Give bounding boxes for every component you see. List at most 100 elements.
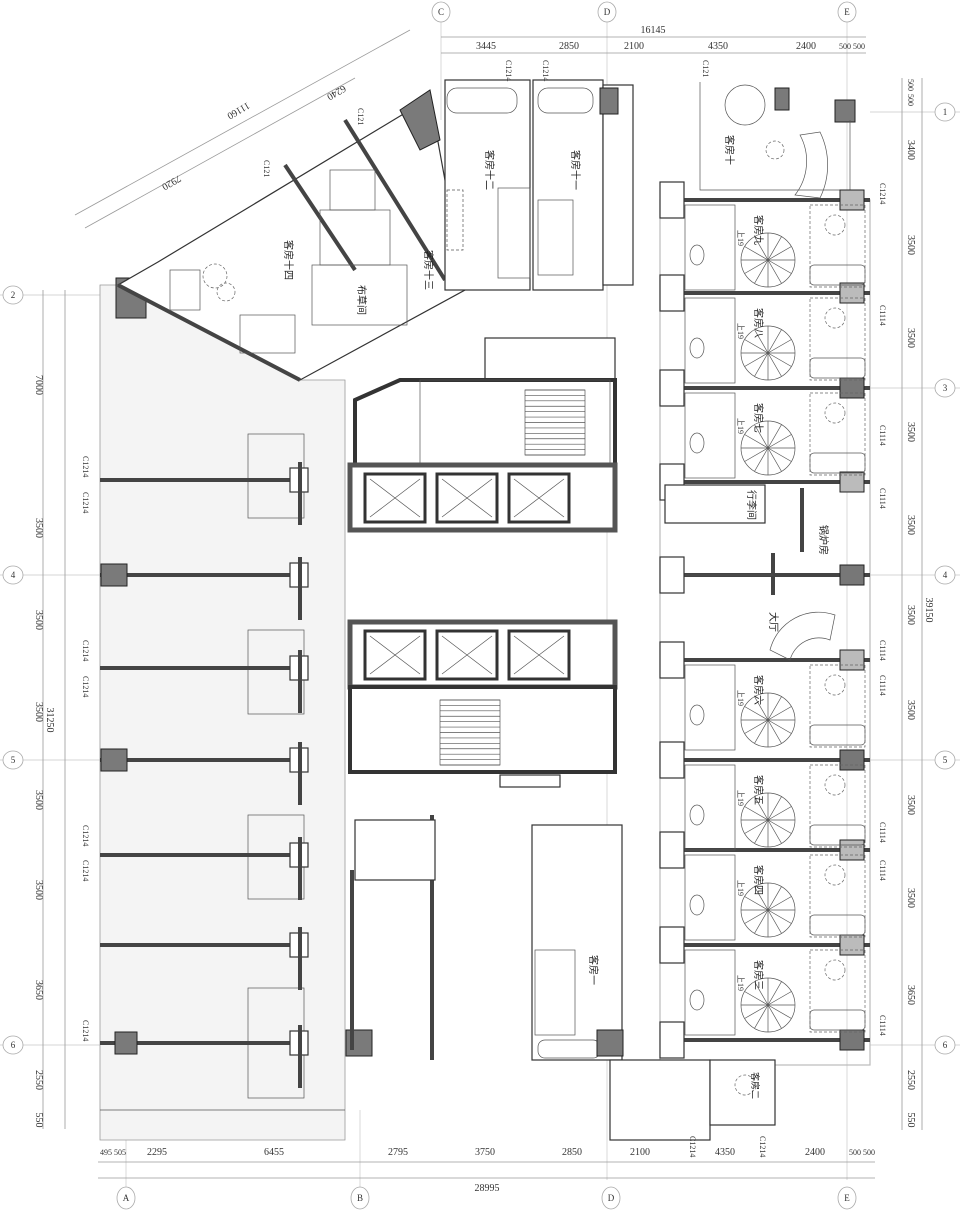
stair-outline: [524, 389, 586, 456]
axis-bubble-b: B: [350, 1186, 370, 1210]
svg-text:28995: 28995: [475, 1183, 500, 1194]
window-tag: C1214: [81, 1020, 90, 1041]
room-label: 客房十二: [483, 150, 496, 190]
svg-text:E: E: [844, 7, 850, 17]
toilet: [689, 432, 705, 454]
window-tag: C1114: [878, 675, 887, 696]
table: [824, 307, 846, 329]
toilet: [689, 804, 705, 826]
svg-text:6: 6: [11, 1040, 16, 1050]
column: [659, 1021, 685, 1059]
east-service-rooms: 行李间 锅炉房 大厅 客房二: [609, 484, 836, 1141]
svg-text:6455: 6455: [264, 1147, 284, 1158]
toilet: [689, 337, 705, 359]
window-tag: C1214: [81, 825, 90, 846]
bathroom: [684, 949, 736, 1036]
elevator-cross: [369, 478, 421, 518]
spiral-stair-tread: [754, 236, 769, 261]
spiral-stair-tread: [767, 447, 792, 462]
spiral-stair-tread: [744, 806, 769, 821]
dimension-label: 2550: [905, 1070, 916, 1090]
spiral-stair-tread: [767, 696, 782, 721]
window-tag: C1214: [81, 640, 90, 661]
room-label: 客房十一: [569, 150, 582, 190]
axis-bubble-3: 3: [934, 378, 956, 398]
dimension-label: 3500: [33, 790, 44, 810]
svg-text:4350: 4350: [715, 1147, 735, 1158]
spiral-stair-tread: [754, 819, 769, 844]
column: [659, 274, 685, 312]
svg-text:495: 495: [100, 1148, 112, 1157]
window-tag: C1214: [81, 860, 90, 881]
svg-text:16145: 16145: [641, 25, 666, 36]
bed: [809, 204, 866, 288]
table: [824, 959, 846, 981]
dimension-label: 3500: [905, 422, 916, 442]
elevator-shaft: [363, 472, 427, 524]
dimension-label: 3650: [33, 980, 44, 1000]
dimension-label: 3500: [905, 700, 916, 720]
south-middle-rooms: 客房一: [350, 815, 624, 1061]
column: [839, 189, 865, 211]
room-label: 大厅: [767, 612, 780, 632]
spiral-stair-tread: [767, 352, 792, 367]
spiral-stair-tread: [744, 447, 769, 462]
room-label: 客房十四: [282, 240, 295, 280]
sofa: [809, 452, 866, 474]
svg-text:2795: 2795: [388, 1147, 408, 1158]
axis-bubble-4-right: 4: [934, 565, 956, 585]
spiral-stair-tread: [767, 1004, 782, 1029]
column: [659, 926, 685, 964]
axis-bubble-2: 2: [2, 285, 24, 305]
svg-text:3445: 3445: [476, 41, 496, 52]
room-label: 客房一: [587, 955, 600, 985]
spiral-stair-tread: [767, 909, 782, 934]
window-tag: C121: [356, 108, 365, 125]
svg-text:3: 3: [943, 383, 948, 393]
window-tag: C1114: [878, 425, 887, 446]
svg-text:D: D: [604, 7, 611, 17]
column: [839, 749, 865, 771]
top-dimensions: 16145 3445 2850 2100 4350 2400 500 500: [441, 25, 866, 54]
column: [659, 741, 685, 779]
column: [659, 831, 685, 869]
stair-outline: [439, 699, 501, 766]
svg-text:31250: 31250: [44, 708, 55, 733]
stair-note: 上19: [736, 323, 745, 339]
spiral-stair-tread: [744, 434, 769, 449]
dimension-label: 500: [906, 79, 915, 91]
spiral-stair-tread: [744, 819, 769, 834]
right-dimensions: 5005003400350035003500350035003500350035…: [901, 78, 934, 1130]
spiral-stair-tread: [767, 806, 792, 821]
spiral-stair-tread: [744, 896, 769, 911]
svg-text:505: 505: [114, 1148, 126, 1157]
axis-bubble-a: A: [116, 1186, 136, 1210]
dimension-label: 2550: [33, 1070, 44, 1090]
svg-text:5: 5: [943, 755, 948, 765]
dimension-label: 550: [905, 1113, 916, 1128]
room-label: 客房六: [752, 675, 765, 705]
room-label: 锅炉房: [817, 525, 830, 555]
elevator-cross: [369, 635, 421, 675]
window-tags: C1214C1214C1214C1214C1214C1214C1214C1214…: [81, 183, 887, 1157]
window-tag: C1214: [878, 183, 887, 204]
elevator-cross: [513, 635, 565, 675]
column: [839, 471, 865, 493]
spiral-stair-tread: [767, 329, 782, 354]
window-tag: C1214: [81, 456, 90, 477]
svg-text:2295: 2295: [147, 1147, 167, 1158]
window-tag: C1214: [504, 60, 513, 81]
toilet: [689, 989, 705, 1011]
elevator-cross: [441, 478, 493, 518]
stair-south: [439, 699, 501, 766]
dimension-label: 500: [906, 94, 915, 106]
stair-note: 上19: [736, 418, 745, 434]
room-label: 行李间: [745, 490, 758, 520]
svg-text:C: C: [438, 7, 444, 17]
spiral-stair-tread: [767, 434, 792, 449]
room-label: 客房五: [752, 775, 765, 805]
spiral-stair-tread: [767, 246, 792, 261]
spiral-stair-tread: [767, 819, 792, 834]
column: [839, 934, 865, 956]
